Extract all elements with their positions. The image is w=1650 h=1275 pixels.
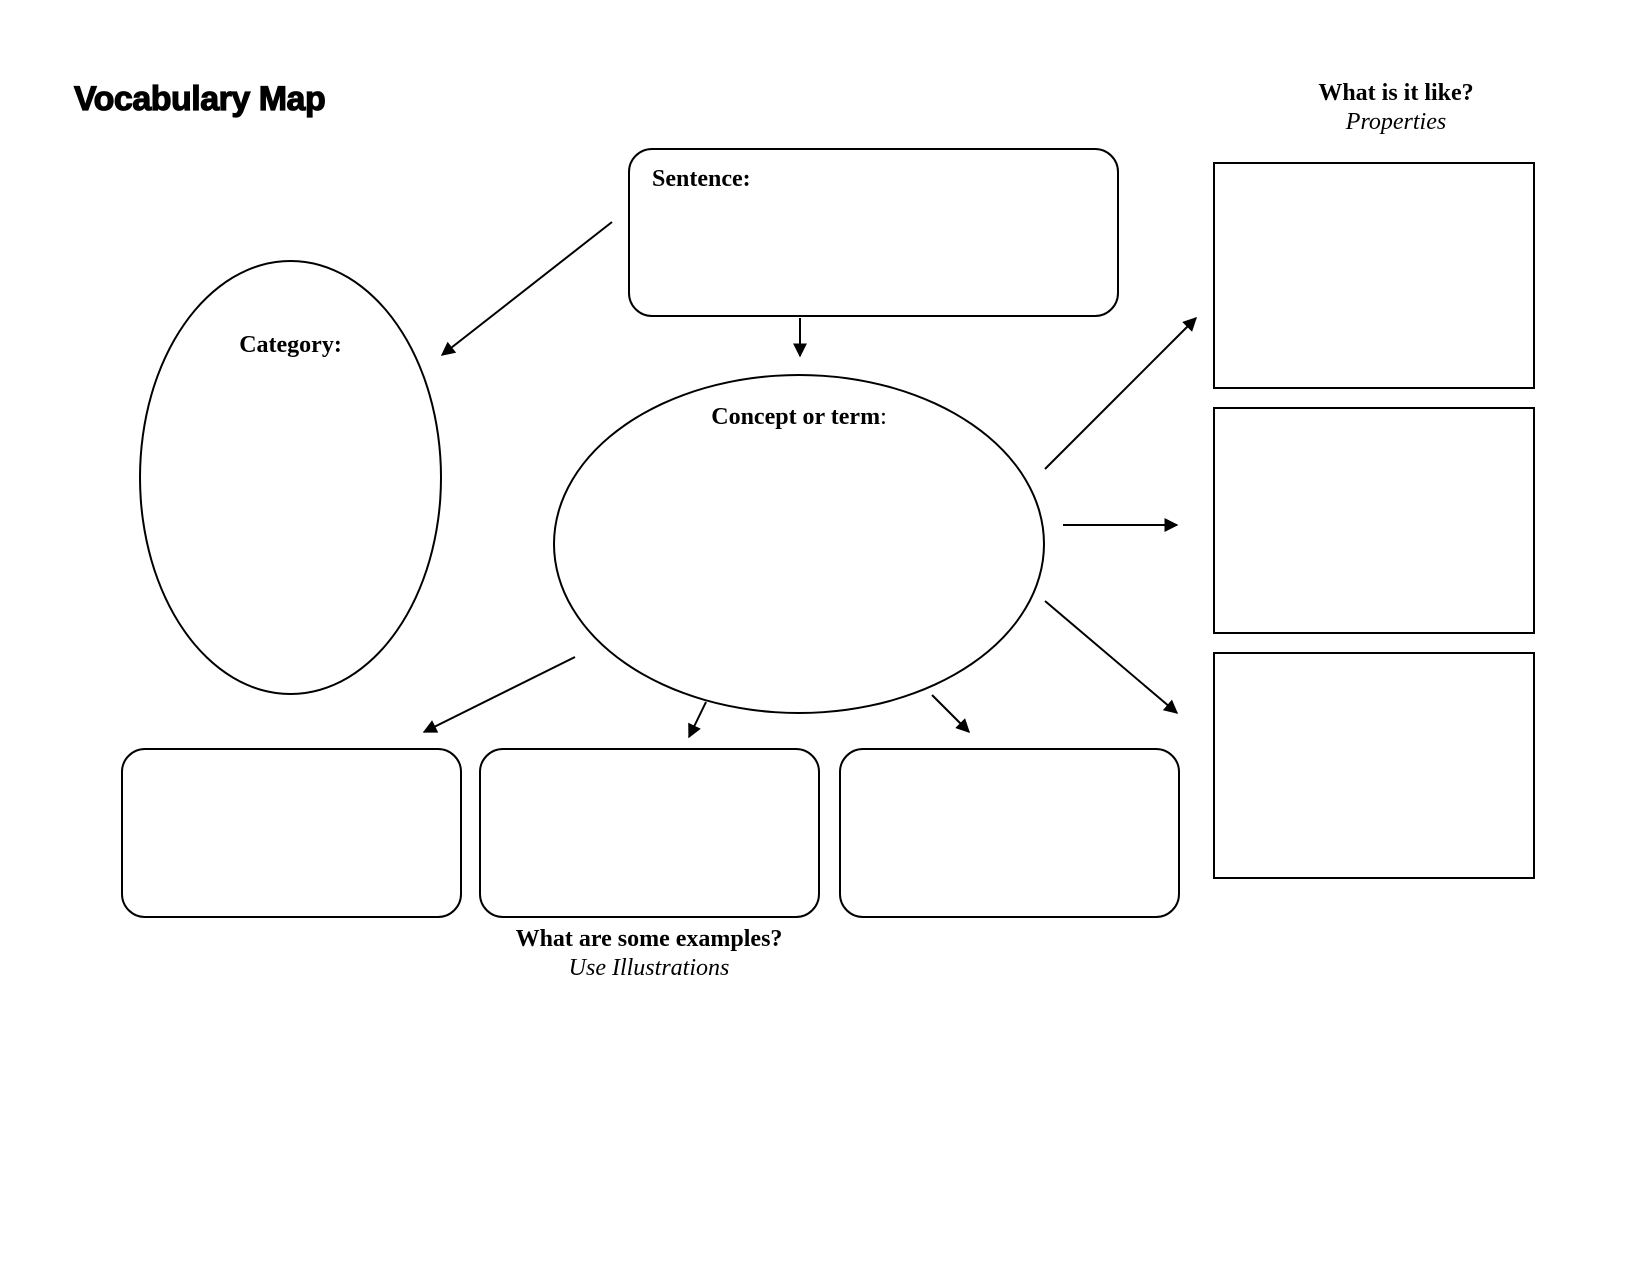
concept-label: Concept or term xyxy=(711,404,881,430)
concept-oval[interactable]: Concept or term: xyxy=(553,374,1045,714)
example-box-3[interactable] xyxy=(839,748,1180,918)
sentence-label: Sentence: xyxy=(652,166,751,192)
example-box-2[interactable] xyxy=(479,748,820,918)
examples-heading: What are some examples? xyxy=(515,926,783,952)
property-box-1[interactable] xyxy=(1213,162,1535,389)
arrow-concept-to-example-2 xyxy=(688,701,707,739)
category-oval[interactable]: Category: xyxy=(139,260,442,695)
arrow-concept-to-example-3 xyxy=(931,694,970,733)
arrow-concept-to-property-3 xyxy=(1044,600,1179,714)
property-box-2[interactable] xyxy=(1213,407,1535,634)
sentence-box[interactable]: Sentence: xyxy=(628,148,1119,317)
properties-heading: What is it like? xyxy=(1318,80,1474,106)
arrow-concept-to-property-1 xyxy=(1044,317,1197,470)
page-title: Vocabulary Map xyxy=(73,79,326,118)
property-box-3[interactable] xyxy=(1213,652,1535,879)
example-box-1[interactable] xyxy=(121,748,462,918)
category-label: Category: xyxy=(239,332,342,358)
concept-label-wrap: Concept or term: xyxy=(555,404,1043,431)
properties-subheading: Properties xyxy=(1345,109,1447,135)
concept-colon: : xyxy=(880,404,887,430)
arrow-concept-to-example-1 xyxy=(422,656,576,733)
examples-subheading: Use Illustrations xyxy=(568,955,730,981)
examples-caption: What are some examples? Use Illustration… xyxy=(449,926,849,982)
arrow-sentence-to-category xyxy=(440,221,613,356)
properties-header: What is it like? Properties xyxy=(1236,80,1556,136)
